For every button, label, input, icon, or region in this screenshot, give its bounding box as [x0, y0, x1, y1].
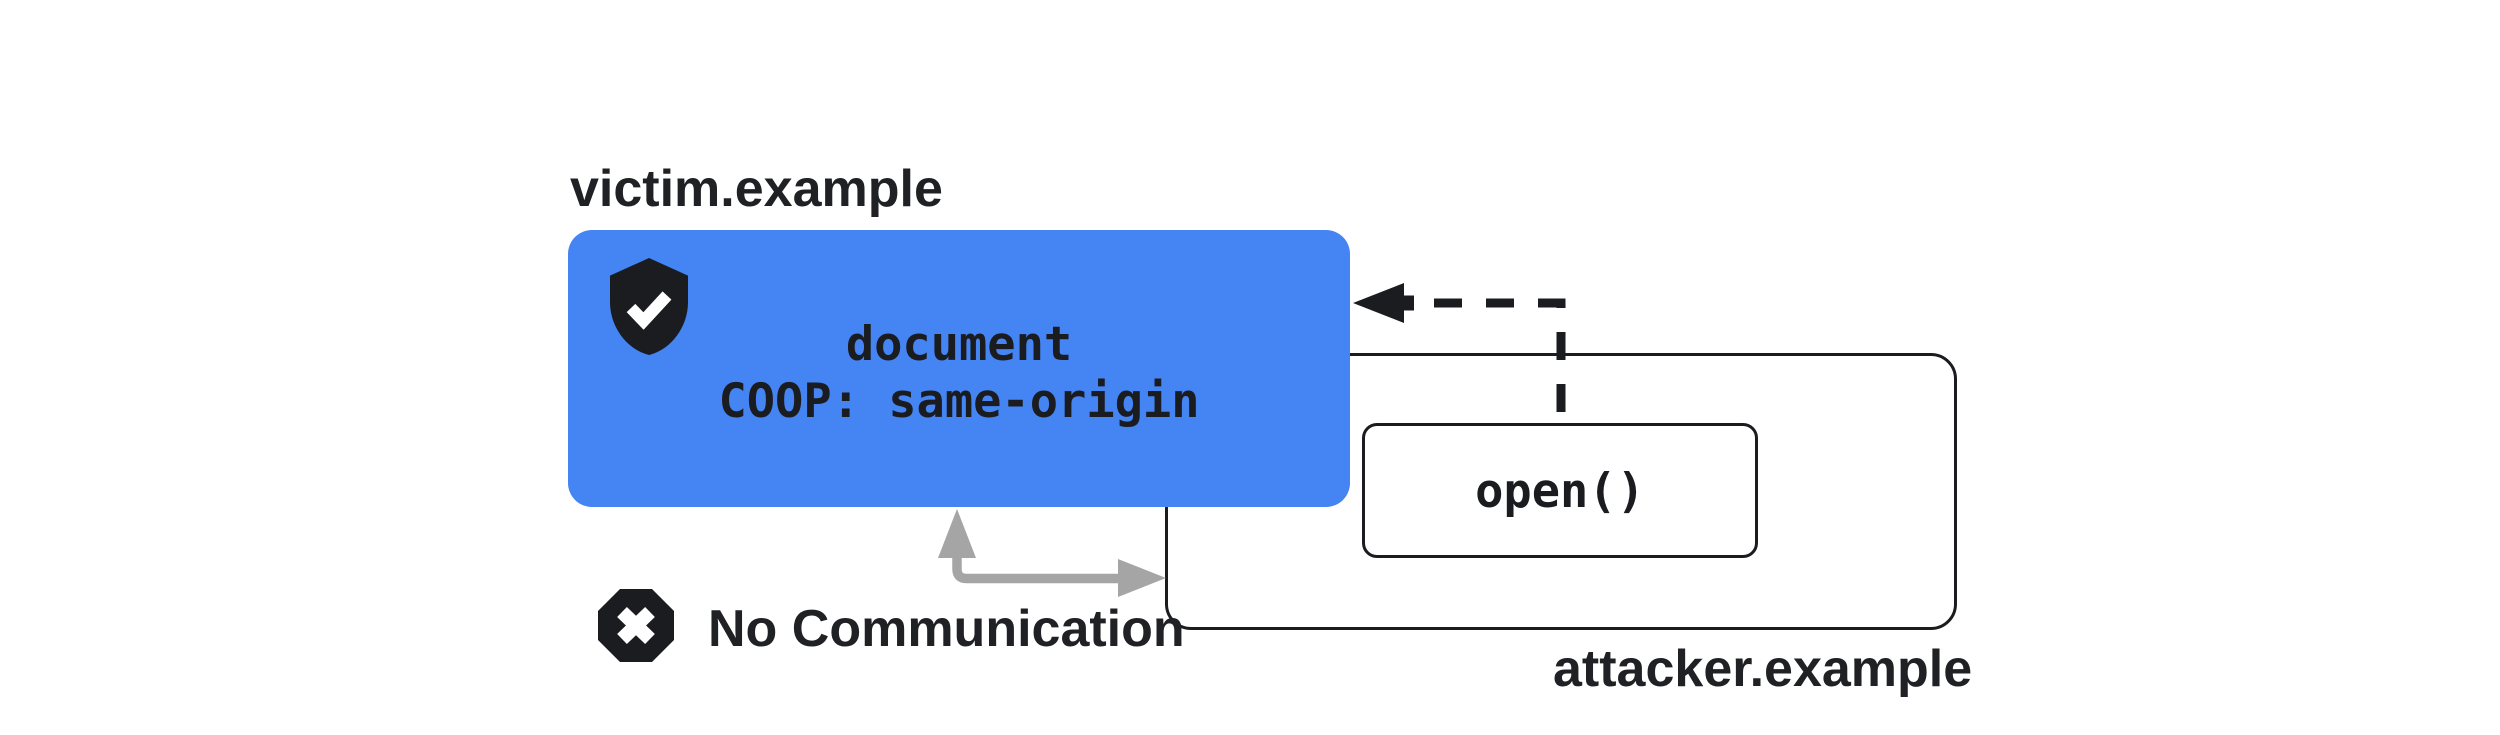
open-call-label: open()	[1475, 464, 1645, 519]
attacker-domain-label: attacker.example	[1553, 640, 1973, 698]
open-call-box: open()	[1362, 423, 1758, 558]
document-title-line: document	[845, 317, 1073, 372]
no-communication-arrow	[938, 509, 1166, 597]
shield-check-icon	[610, 258, 688, 355]
victim-document-text: document COOP: same-origin	[568, 316, 1350, 430]
victim-domain-label: victim.example	[570, 160, 943, 218]
x-octagon-icon	[598, 589, 674, 662]
victim-document-box: document COOP: same-origin	[568, 230, 1350, 507]
no-communication-label: No Communication	[708, 600, 1185, 658]
coop-header-line: COOP: same-origin	[718, 374, 1200, 429]
